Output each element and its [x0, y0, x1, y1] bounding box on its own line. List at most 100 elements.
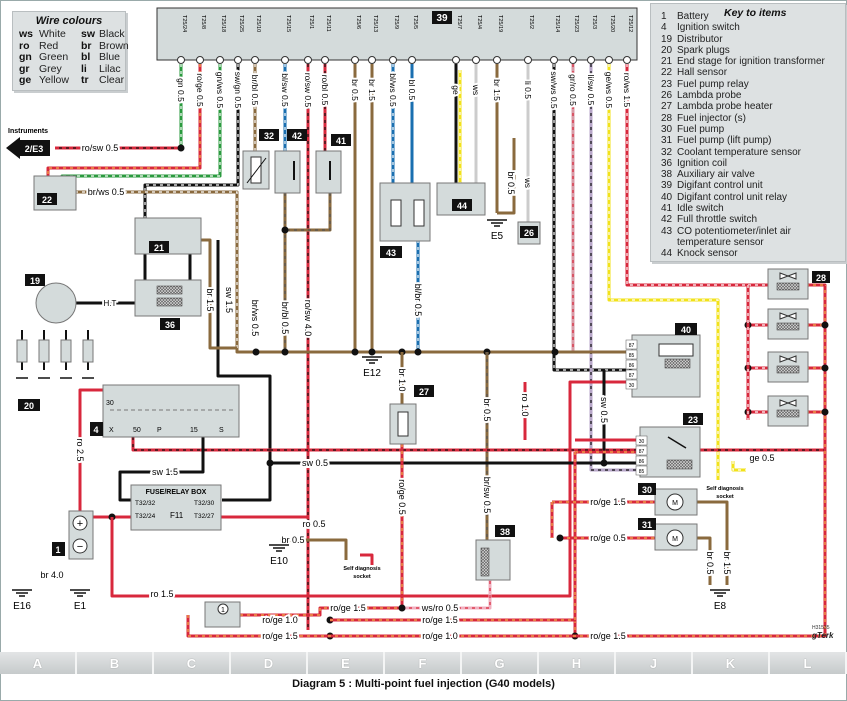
hall-sensor-22: 22 — [33, 175, 77, 211]
svg-text:1: 1 — [55, 545, 60, 555]
key-item-number: 4 — [661, 22, 667, 34]
ground-label-e5: E5 — [491, 231, 504, 242]
key-item-number: 26 — [661, 90, 673, 102]
svg-text:26: 26 — [524, 228, 534, 238]
battery-1: + − 1 — [52, 510, 94, 560]
wire-label: ro/ge 0.5 — [590, 533, 626, 543]
grid-column-c: C — [154, 652, 231, 674]
key-item: temperature sensor — [661, 237, 825, 248]
cu-pin-terminal — [281, 56, 289, 64]
cu-pin-terminal — [569, 56, 577, 64]
wire-tracer — [240, 607, 402, 616]
wire-tracer — [732, 461, 746, 471]
ign-pin-x: X — [109, 427, 114, 434]
svg-text:30: 30 — [642, 485, 652, 495]
svg-text:43: 43 — [386, 248, 396, 258]
wire-colour-name: Grey — [39, 62, 62, 75]
credit-signature: gTerk — [812, 631, 834, 640]
knock-sensor-44: 44 — [436, 182, 486, 216]
ground-label-e12: E12 — [363, 368, 381, 379]
relay-40-pin — [625, 359, 638, 370]
spark-plug — [38, 339, 50, 363]
fuel-pump-30: M 30 — [638, 483, 698, 516]
key-item-number: 38 — [661, 169, 673, 181]
valve-icon — [779, 355, 797, 363]
key-item-number: 44 — [661, 248, 673, 260]
junction-dot — [368, 348, 376, 356]
ignition-coil-36: 36 — [134, 279, 202, 330]
wire-tracer — [285, 193, 331, 231]
wire-label: li 0.5 — [523, 81, 533, 99]
wire-label: H.T — [104, 299, 117, 308]
key-item-number — [661, 237, 677, 248]
relay-40-pin-label: 85 — [629, 353, 635, 359]
wire-label: br 1.5 — [205, 288, 215, 311]
cu-pin-label: T25/9 — [393, 15, 399, 29]
key-item-label: Lambda probe heater — [677, 101, 773, 113]
key-item-label: Idle switch — [677, 203, 724, 215]
junction-dot — [600, 459, 608, 467]
ignition-switch-4: 4 30 X 50 P 15 S — [90, 384, 240, 438]
junction-dot — [281, 348, 289, 356]
lift-pump-31: M 31 — [638, 518, 698, 551]
relay-23-pin-label: 85 — [639, 469, 645, 475]
cu-pin-terminal — [304, 56, 312, 64]
cu-pin-label: T25/20 — [609, 15, 615, 32]
wire-colour-name: Lilac — [99, 62, 121, 75]
lambda-probe-26: 26 — [517, 221, 541, 245]
svg-text:4: 4 — [93, 425, 98, 435]
key-item-number: 19 — [661, 33, 673, 45]
co-potentiometer-43: 43 — [379, 182, 431, 258]
cu-pin-label: T25/18 — [220, 15, 226, 32]
key-item-number: 21 — [661, 56, 673, 68]
cu-pin-terminal — [472, 56, 480, 64]
spark-plug — [82, 339, 94, 363]
instruments-label: Instruments — [8, 128, 48, 135]
cu-pin-label: T25/15 — [285, 15, 291, 32]
grid-column-d: D — [231, 652, 308, 674]
key-item-number: 36 — [661, 157, 673, 169]
relay-40-pin-label: 87 — [629, 343, 635, 349]
cu-pin-label: T25/11 — [325, 15, 331, 32]
cu-pin-terminal — [408, 56, 416, 64]
key-item-label: Ignition coil — [677, 157, 728, 169]
wire-colour-name: Brown — [99, 39, 129, 52]
relay-23-pin — [635, 465, 648, 476]
wire-label: gn 0.5 — [176, 78, 186, 102]
wire-label: ro/ge 1.5 — [422, 615, 458, 625]
wire-label: br/ws 0.5 — [250, 300, 260, 337]
wire — [201, 238, 237, 350]
wire-label: ro/ge 1.5 — [590, 631, 626, 641]
valve-icon — [779, 399, 797, 407]
cu-pin-terminal — [605, 56, 613, 64]
svg-text:32: 32 — [264, 131, 274, 141]
wire — [118, 437, 205, 502]
cu-pin-label: T25/7 — [456, 15, 462, 29]
key-item-label: End stage for ignition transformer — [677, 56, 825, 68]
ign-pin-s: S — [219, 427, 224, 434]
wire-label: ro 0.5 — [302, 519, 325, 529]
key-item-label: Distributor — [677, 33, 723, 45]
cu-pin-label: T25/6 — [355, 15, 361, 29]
wire-colours-title: Wire colours — [35, 15, 103, 27]
junction-dot — [398, 604, 406, 612]
wire-label: ro 1.5 — [150, 589, 173, 599]
wire-label: ws/ro 0.5 — [421, 603, 459, 613]
cu-pin-terminal — [234, 56, 242, 64]
key-item-number: 23 — [661, 78, 673, 90]
wire-label: ro/ge 1.5 — [262, 631, 298, 641]
cu-pin-terminal — [351, 56, 359, 64]
wire-label: br 1.5 — [492, 79, 502, 101]
wire-label: ro/ge 0.5 — [397, 479, 407, 515]
cu-pin-terminal — [196, 56, 204, 64]
wire — [216, 240, 272, 502]
